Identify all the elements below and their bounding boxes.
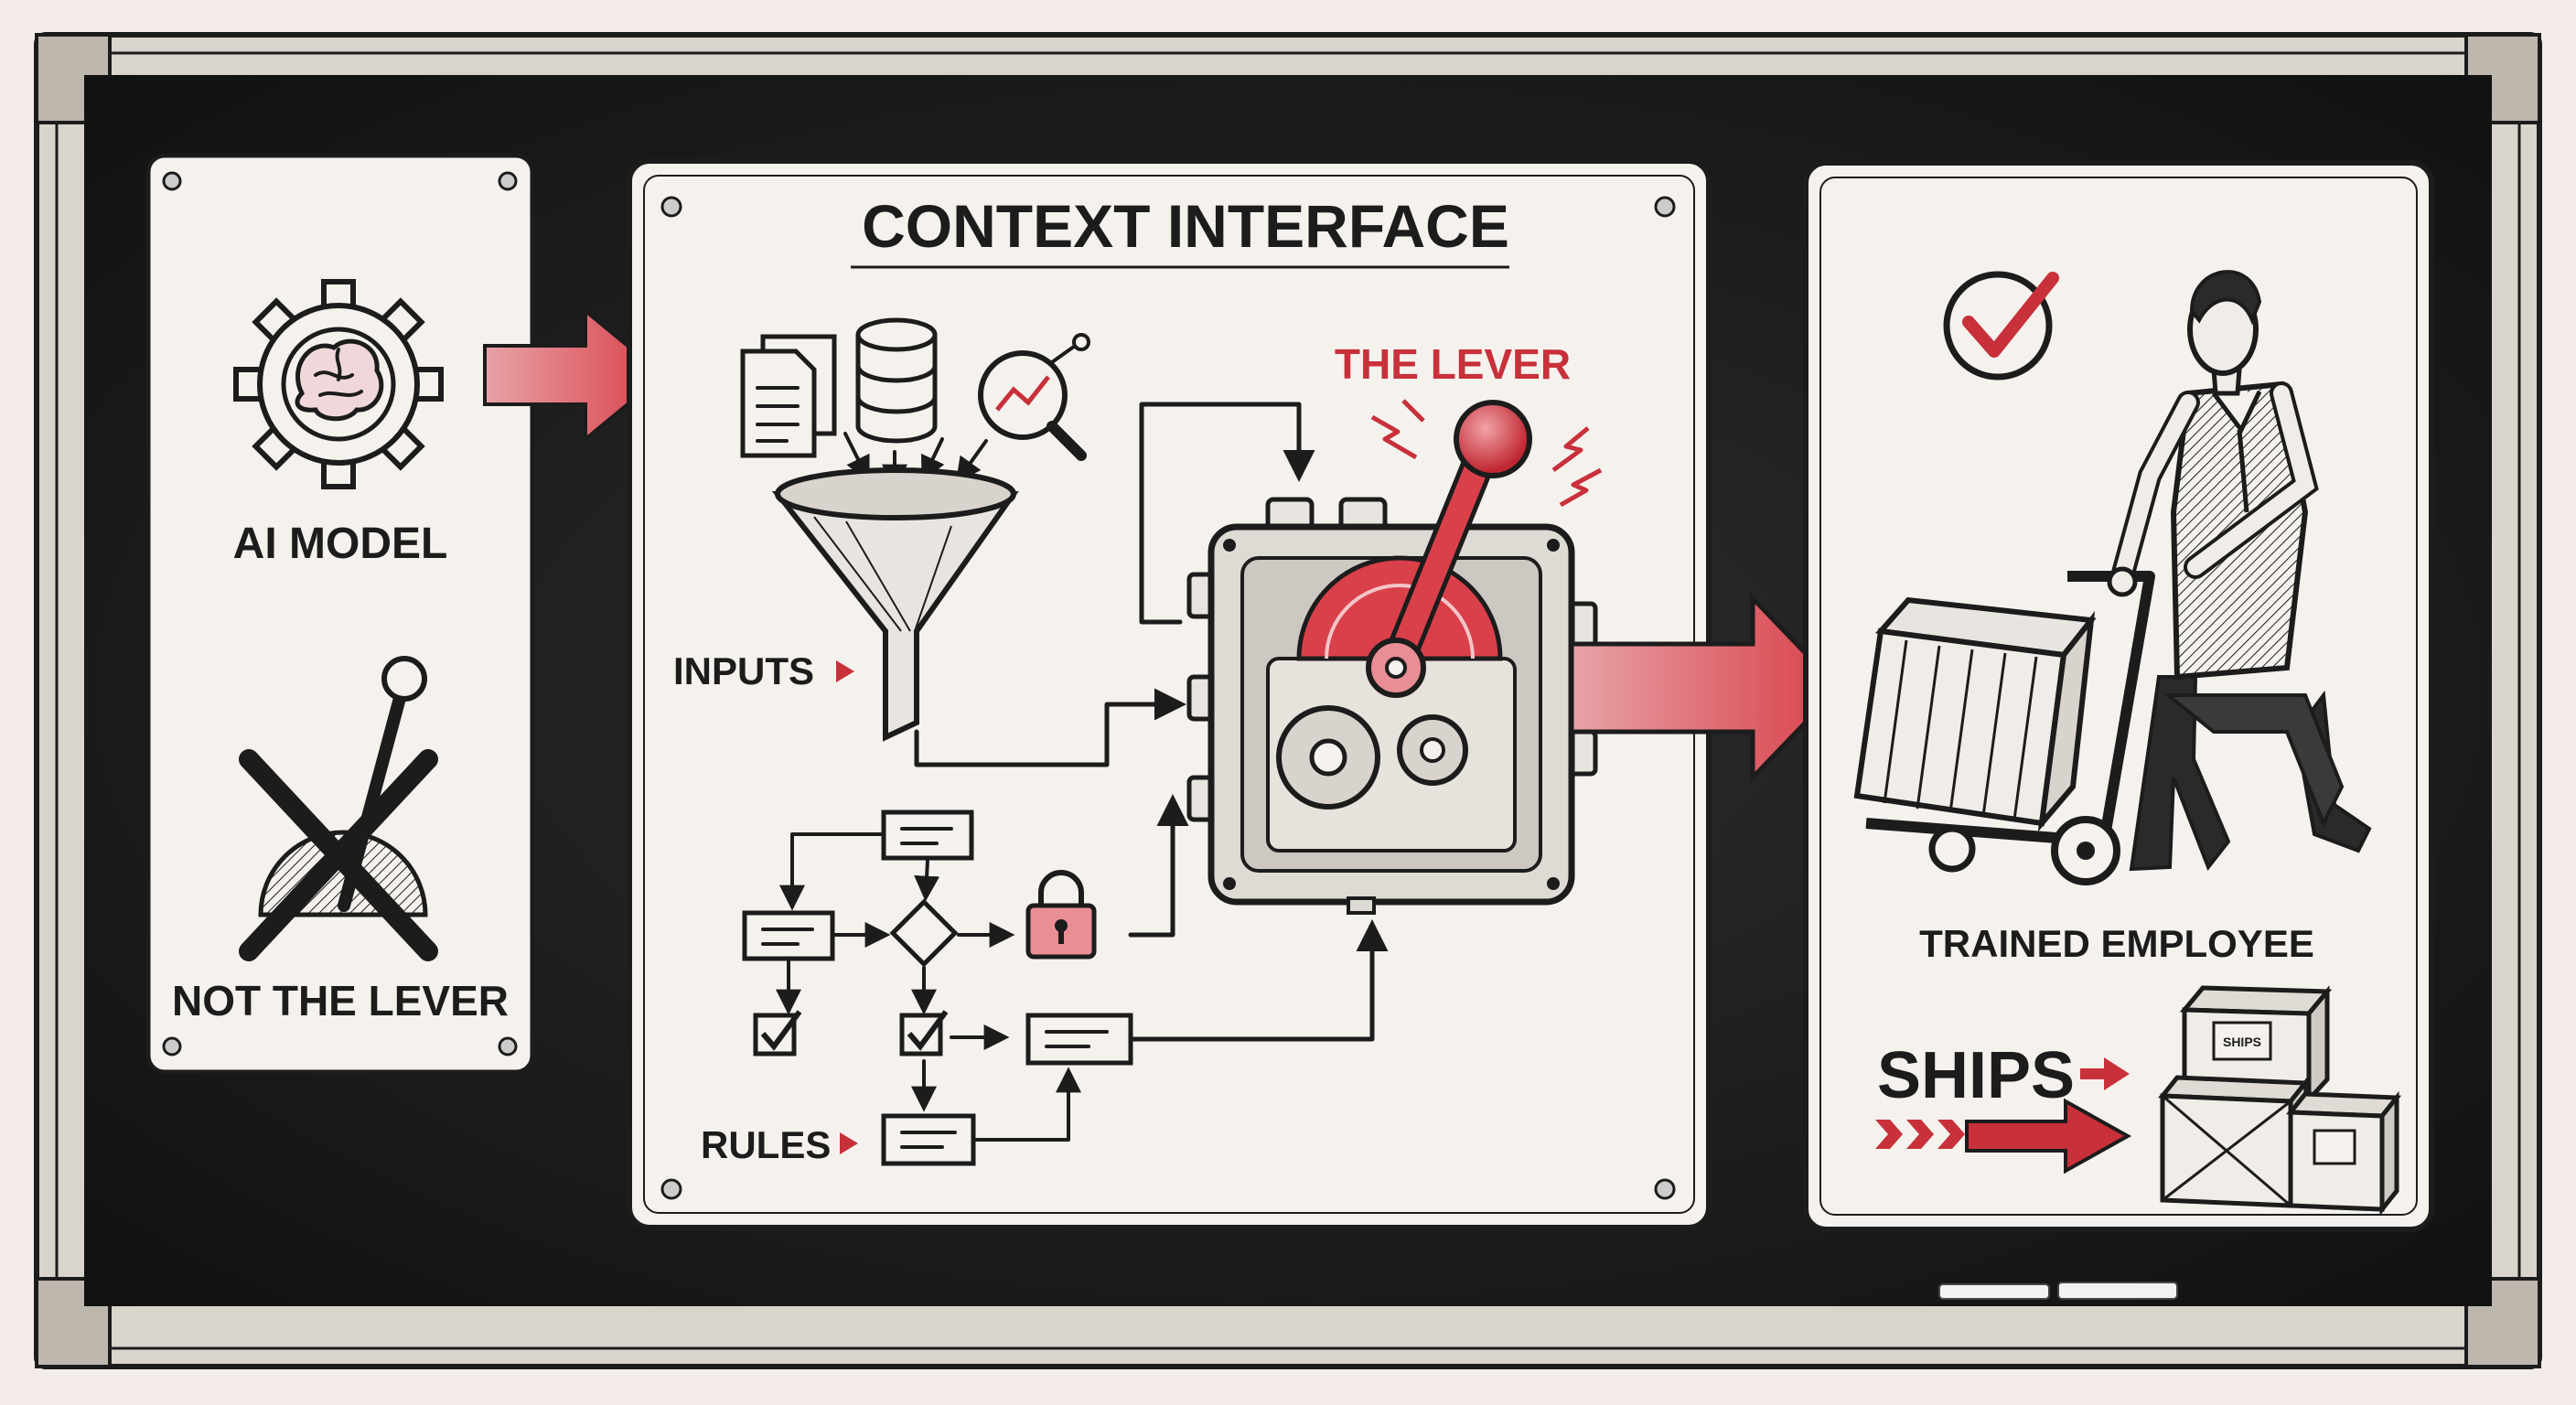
chalk-tray <box>1939 1282 2177 1299</box>
trained-employee-label: TRAINED EMPLOYEE <box>1919 922 2314 965</box>
inputs-label: INPUTS <box>673 649 814 692</box>
the-lever-label: THE LEVER <box>1335 340 1571 388</box>
ships-label: SHIPS <box>1877 1039 2075 1112</box>
ai-model-label: AI MODEL <box>233 520 448 568</box>
database-icon <box>858 320 935 441</box>
brain-gear-icon <box>236 282 441 487</box>
box-tag-label: SHIPS <box>2223 1035 2261 1049</box>
checkmark-circle-icon <box>1947 274 2053 377</box>
context-interface-title: CONTEXT INTERFACE <box>862 192 1509 260</box>
not-the-lever-label: NOT THE LEVER <box>172 977 509 1024</box>
rules-label: RULES <box>701 1123 831 1166</box>
machine-icon <box>1189 499 1595 913</box>
